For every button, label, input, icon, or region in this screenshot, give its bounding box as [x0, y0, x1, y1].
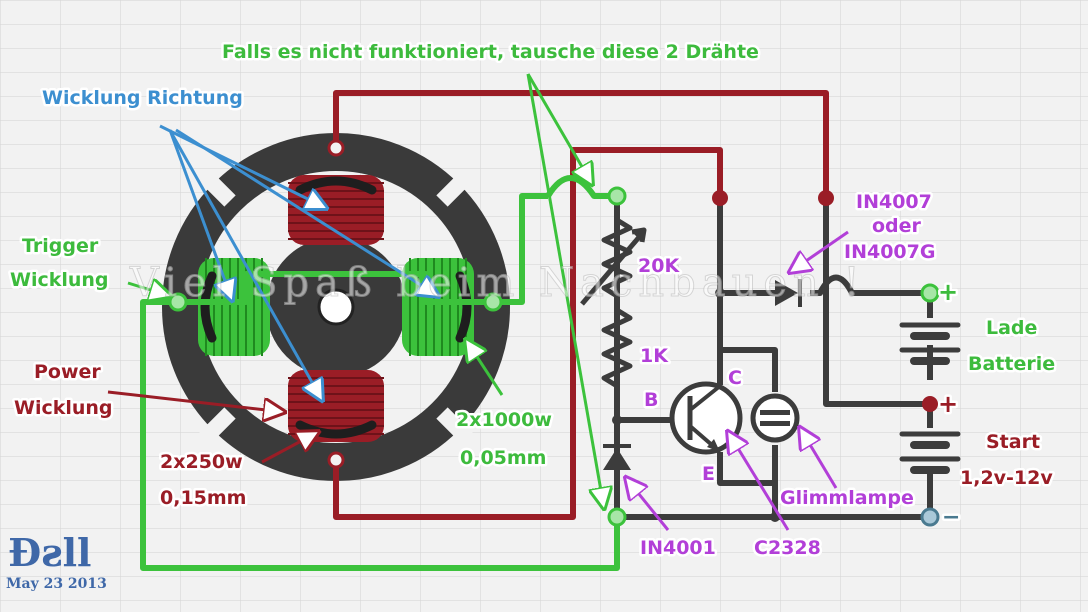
diode-top-label-line1: IN4007 [856, 191, 932, 213]
transistor-c2328 [669, 381, 743, 455]
transistor-label: C2328 [754, 537, 821, 559]
minus-sign: − [942, 505, 960, 530]
diode-top-label-line2: oder [872, 215, 922, 237]
winding-direction-arrows [159, 124, 438, 400]
pot-label: 20K [638, 255, 680, 277]
diode-bottom-label: IN4001 [640, 537, 716, 559]
charge-label-line2: Batterie [968, 353, 1055, 375]
junction-dots [168, 139, 940, 527]
power-label-line1: Power [34, 361, 101, 383]
charge-battery-symbol [899, 322, 961, 365]
diode-in4001 [603, 444, 631, 470]
swap-wires-arrows [127, 73, 604, 508]
shaft [317, 288, 355, 326]
resistor-1k [601, 307, 633, 389]
potentiometer-20k [580, 217, 647, 306]
winding-direction-label: Wicklung Richtung [42, 87, 243, 109]
diode-top-label-line3: IN4007G [844, 241, 935, 263]
power-spec-line1: 2x250w [160, 451, 243, 473]
trigger-spec-line1: 2x1000w [456, 409, 552, 431]
neon-label: Glimmlampe [780, 487, 914, 509]
watermark: Viel Spaß beim Nachbauen ! [129, 260, 866, 306]
start-label-line1: Start [986, 431, 1040, 453]
resistor-label: 1K [640, 345, 669, 367]
pin-e-label: E [702, 463, 715, 485]
plus-sign-start: + [938, 390, 958, 418]
trigger-label-line1: Trigger [22, 235, 99, 257]
power-label-line2: Wicklung [14, 397, 113, 419]
start-label-line2: 1,2v-12v [960, 467, 1053, 489]
start-battery-symbol [899, 431, 961, 474]
swap-wires-label: Falls es nicht funktioniert, tausche die… [222, 41, 759, 63]
trigger-spec-line2: 0,05mm [460, 447, 546, 469]
power-spec-line2: 0,15mm [160, 487, 246, 509]
component-arrows [626, 230, 849, 531]
diode-in4007 [775, 279, 802, 307]
pin-b-label: B [644, 389, 658, 411]
trigger-label-line2: Wicklung [10, 269, 109, 291]
signature-date: May 23 2013 [6, 576, 107, 592]
plus-sign-charge: + [938, 278, 958, 306]
pin-c-label: C [728, 367, 742, 389]
neon-lamp [750, 393, 800, 443]
signature-name: Ðƨll [8, 530, 91, 575]
motor-assembly [162, 133, 510, 481]
charge-label-line1: Lade [986, 317, 1037, 339]
power-winding-arrows [107, 390, 318, 464]
